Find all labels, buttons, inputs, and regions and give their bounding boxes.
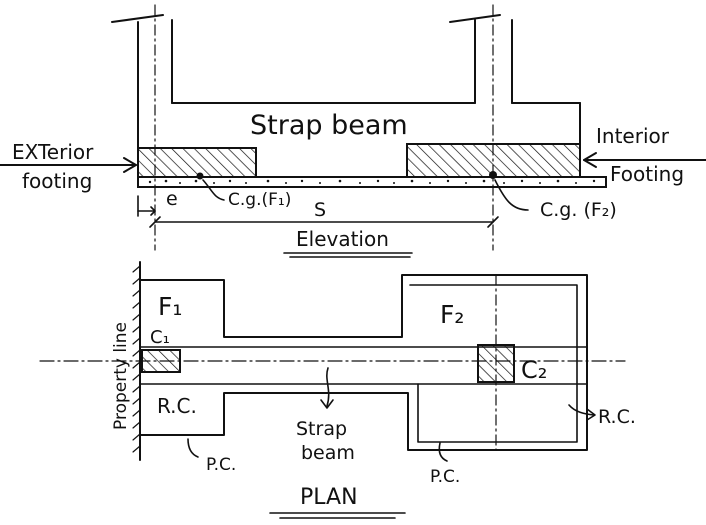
exterior-arrowhead	[123, 157, 137, 173]
dimension-e-label: e	[166, 188, 178, 210]
rc-right-label: R.C.	[598, 406, 636, 428]
dimension-s-right-slash	[487, 216, 499, 228]
strap-beam-label: Strap beam	[250, 110, 408, 141]
strap-beam-leader-head	[320, 399, 334, 409]
plain-concrete-strip	[137, 176, 607, 188]
interior-footing-label-2: Footing	[610, 162, 684, 186]
right-column-break	[449, 14, 501, 23]
column-c2-label: C₂	[521, 356, 547, 384]
plan-view: F₁ C₁ F₂ C₂ R.C. R.C. P.C. P.C. Strap be…	[39, 261, 636, 519]
rc-left-label: R.C.	[157, 394, 197, 418]
plan-caption: PLAN	[300, 485, 358, 510]
cg-f1-dot	[196, 172, 204, 180]
dimension-e-arrow	[150, 206, 156, 216]
left-column-break	[111, 14, 164, 23]
cg-f2-label: C.g. (F₂)	[540, 199, 617, 221]
interior-arrowhead	[583, 152, 597, 168]
property-line-label: Property line	[111, 322, 131, 430]
dimension-s-left-slash	[149, 216, 161, 228]
strap-beam-leader	[326, 367, 330, 407]
elevation-caption: Elevation	[296, 227, 389, 251]
pc-right-label: P.C.	[430, 467, 460, 487]
strap-beam-plan-label-1: Strap	[296, 418, 347, 440]
plain-concrete-speckle	[148, 179, 596, 184]
rc-right-leader	[568, 404, 595, 416]
exterior-footing-label-2: footing	[22, 169, 92, 193]
interior-footing-label-1: Interior	[596, 124, 670, 148]
pc-left-label: P.C.	[206, 455, 236, 475]
elevation-view: Strap beam EXTerior footing Interior Foo…	[0, 4, 706, 258]
column-c2	[477, 344, 515, 383]
property-line-hatch	[132, 265, 141, 453]
footing-f2-inner-outline	[409, 284, 578, 443]
cg-f2-leader	[494, 179, 529, 211]
column-c1-label: C₁	[150, 327, 170, 348]
footing-f2-label: F₂	[440, 300, 464, 329]
cg-f1-leader	[202, 179, 225, 201]
exterior-footing-label-1: EXTerior	[12, 140, 94, 164]
rc-right-leader-head	[586, 408, 596, 421]
pc-right-leader	[438, 442, 448, 462]
cg-f1-label: C.g.(F₁)	[228, 190, 291, 210]
exterior-footing-hatch	[137, 147, 257, 178]
column-c1	[141, 349, 181, 373]
cg-f2-dot	[489, 171, 497, 179]
dimension-s-label: S	[314, 199, 326, 221]
strap-beam-plan-label-2: beam	[301, 442, 355, 464]
footing-f1-outline	[139, 274, 588, 451]
pc-left-leader	[187, 438, 199, 458]
footing-f1-label: F₁	[158, 292, 182, 321]
